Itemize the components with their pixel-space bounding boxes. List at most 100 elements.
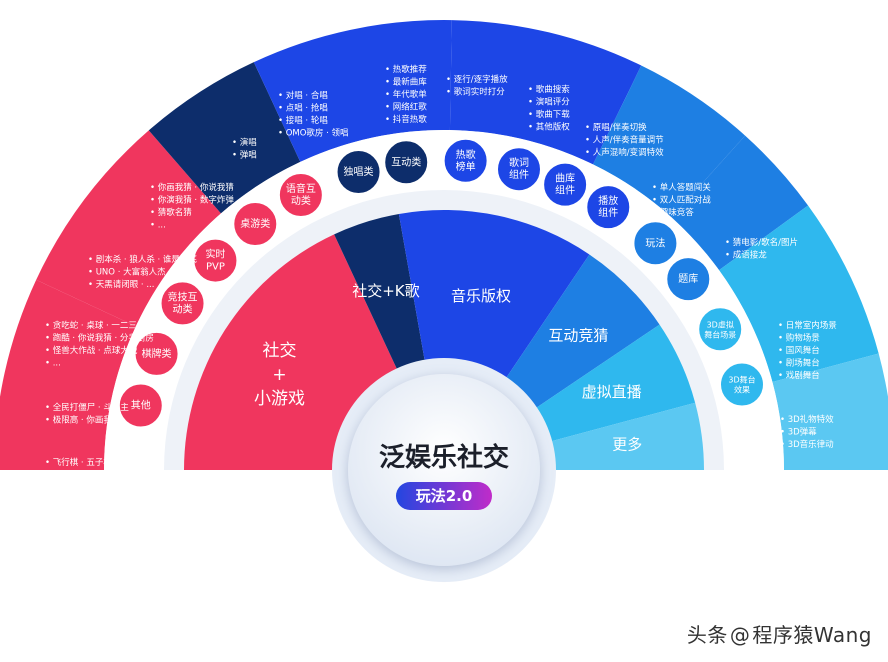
subtype-label: 题库 <box>678 272 698 285</box>
detail-item: • 趣味竞答 <box>652 207 694 218</box>
subtype-label: 其他 <box>131 399 151 412</box>
category-segment <box>184 234 402 470</box>
category-segment <box>398 210 590 388</box>
category-segment <box>540 402 704 470</box>
subtype-label: 播放组件 <box>598 194 618 219</box>
subtype-label: 玩法 <box>645 236 665 249</box>
watermark-author: 程序猿Wang <box>752 623 872 647</box>
detail-item: • 日常室内场景 <box>778 320 837 331</box>
detail-item: • 成语接龙 <box>725 250 767 261</box>
outer-segment <box>719 205 879 383</box>
detail-list: • 虚拟形象 • 元宇宙社交 <box>778 507 829 531</box>
detail-item: • 原唱/伴奏切换 <box>585 122 647 133</box>
detail-item: • 人声/伴奏音量调节 <box>585 135 664 146</box>
detail-item: • 抖音热歌 <box>385 114 427 125</box>
outer-segment <box>671 135 809 271</box>
detail-item: • 演唱 <box>232 137 257 148</box>
detail-item: • 歌词实时打分 <box>446 87 505 98</box>
detail-list: • 剧本杀 · 狼人杀 · 谁是卧底• UNO · 大富翁人杰• 天黑请闭眼 ·… <box>88 254 197 290</box>
detail-item: • 点唱 · 抢唱 <box>278 103 328 114</box>
subtype-node <box>159 280 206 327</box>
detail-list: • 飞行棋 · 五子棋• 黑白棋 · 象棋• 跳棋 <box>45 457 112 493</box>
outer-segment <box>772 353 888 470</box>
detail-item: • 你演我猜 · 数字炸弹 <box>150 195 234 206</box>
subtype-node <box>383 139 430 186</box>
detail-list: • 对唱 · 合唱• 点唱 · 抢唱• 接唱 · 轮唱• OMO歌房 · 领唱 <box>278 90 349 139</box>
detail-item: • 接唱 · 轮唱 <box>278 115 328 126</box>
detail-item: • 最新曲库 <box>385 77 427 88</box>
detail-item: • 你画我猜 · 你说我猜 <box>150 182 234 193</box>
outer-segment <box>253 20 452 162</box>
detail-item: • 其他版权 <box>528 122 570 133</box>
subtype-label: 棋牌类 <box>142 347 172 360</box>
subtype-label: 独唱类 <box>344 165 374 178</box>
subtype-node <box>665 256 712 303</box>
detail-item: • 3D音乐律动 <box>780 439 834 450</box>
subtype-node <box>442 137 489 184</box>
subtype-node <box>232 201 279 248</box>
outer-segment <box>0 279 136 470</box>
subtype-node <box>718 361 765 408</box>
detail-item: • 元宇宙社交 <box>778 520 829 531</box>
detail-item: • 年代歌单 <box>385 89 427 100</box>
detail-item: • 3D弹幕 <box>780 427 817 438</box>
detail-item: • 对唱 · 合唱 <box>278 90 328 101</box>
subtype-label: 桌游类 <box>240 217 270 230</box>
detail-item: • Rush点 · 分窗 <box>45 555 107 566</box>
detail-item: • 极限高 · 你画我猜 <box>45 415 121 426</box>
detail-item: • 双人匹配对战 <box>652 195 711 206</box>
category-segment <box>334 213 427 380</box>
subtype-node <box>585 184 632 231</box>
subtype-node <box>495 146 542 193</box>
center-title: 泛娱乐社交 <box>379 442 509 473</box>
category-label: 社交+K歌 <box>352 282 419 300</box>
detail-item: • 网络红歌 <box>385 102 427 113</box>
category-label: 更多 <box>612 435 642 453</box>
detail-list: • 3D礼物特效 • 3D弹幕• 3D音乐律动 <box>780 414 834 450</box>
detail-list: • 日常室内场景• 购物场景• 国风舞台• 剧场舞台• 戏剧舞台 <box>778 320 837 381</box>
detail-list: • 你画我猜 · 你说我猜• 你演我猜 · 数字炸弹• 猜歌名猜• ... <box>150 182 234 231</box>
detail-list: • 单人答题闯关• 双人匹配对战• 趣味竞答 <box>652 182 711 218</box>
detail-item: • UNO · 大富翁人杰 <box>88 267 166 278</box>
outer-segment <box>593 65 746 218</box>
subtitle-pill <box>396 482 492 510</box>
detail-item: • 全民打僵尸 · 斗地主 <box>45 402 129 413</box>
detail-item: • 人声混响/变调特效 <box>585 147 664 158</box>
subtype-label: 歌词组件 <box>509 156 529 181</box>
detail-item: • 怪兽大作战 · 点球大战 <box>45 345 138 356</box>
subtype-node <box>277 172 324 219</box>
category-segment <box>526 324 696 445</box>
subtype-label: 竞技互动类 <box>168 290 198 315</box>
subtype-node <box>542 161 589 208</box>
subtype-label: 热歌榜单 <box>456 148 476 173</box>
subtype-node <box>335 149 382 196</box>
detail-list: • 歌曲搜索• 演唱评分• 歌曲下载• 其他版权 <box>528 84 570 133</box>
detail-item: • 国风舞台 <box>778 345 820 356</box>
detail-item: • ... <box>45 359 61 369</box>
detail-item: • 猜电影/歌名/图片 <box>725 237 798 248</box>
detail-item: • 逐行/逐字播放 <box>446 74 508 85</box>
watermark: 头条@程序猿Wang <box>687 619 872 648</box>
detail-item: • 虚拟形象 <box>778 507 820 518</box>
detail-item: • 弹唱 <box>232 150 257 161</box>
watermark-brand: 头条 <box>686 623 728 647</box>
detail-list: • 原唱/伴奏切换 • 人声/伴奏音量调节• 人声混响/变调特效 <box>585 122 664 158</box>
detail-item: • 戏剧舞台 <box>778 370 820 381</box>
watermark-at: @ <box>729 623 751 647</box>
category-label: 互动竞猜 <box>548 326 608 344</box>
center-subtitle: 玩法2.0 <box>416 487 473 505</box>
detail-item: • ... <box>150 221 166 231</box>
detail-item: • 剧本杀 · 狼人杀 · 谁是卧底 <box>88 254 197 265</box>
detail-item: • 热歌推荐 <box>385 64 427 75</box>
detail-item: • 黑白棋 · 象棋 <box>45 470 104 481</box>
detail-item: • 3D礼物特效 <box>780 414 834 425</box>
subtype-label: 互动类 <box>391 155 421 168</box>
subtype-node <box>697 306 744 353</box>
detail-item: • 贪吃蛇 · 桌球 · 一二三木头人 <box>45 320 163 331</box>
detail-item: • 跳棋 <box>45 482 70 493</box>
center-circle <box>348 374 540 566</box>
detail-item: • 购物场景 <box>778 333 820 344</box>
